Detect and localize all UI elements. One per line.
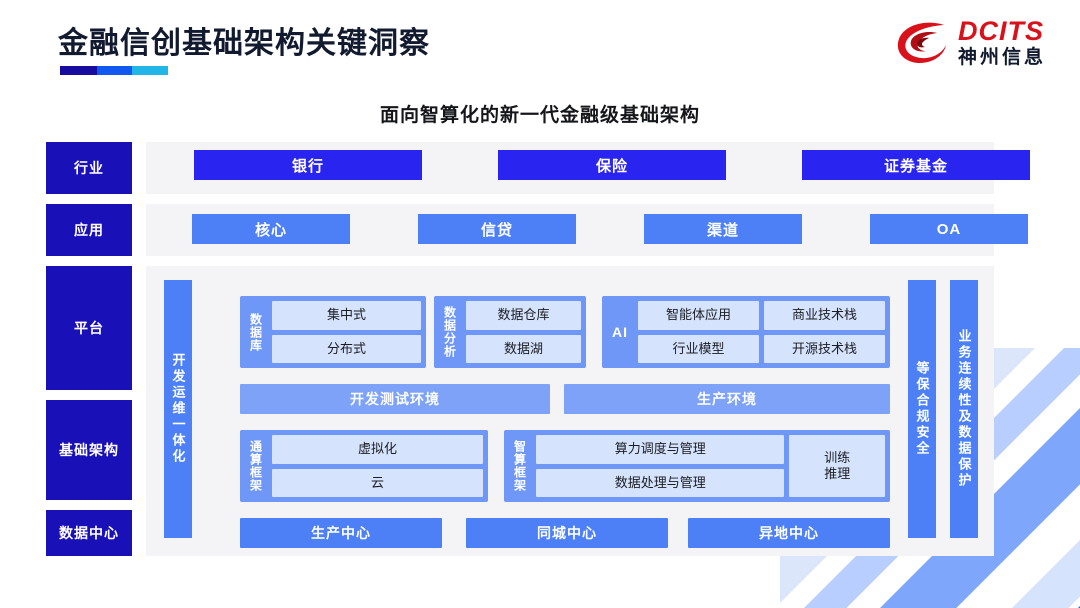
cell-distributed[interactable]: 分布式 bbox=[272, 334, 421, 363]
cell-data-processing[interactable]: 数据处理与管理 bbox=[536, 468, 785, 497]
platform-panel: 开发运维一体化 等保合规安全 业务连续性及数据保护 数据库 集中式 分布式 数据… bbox=[146, 266, 994, 556]
application-item-credit[interactable]: 信贷 bbox=[418, 214, 576, 244]
datacenter-remote[interactable]: 异地中心 bbox=[688, 518, 890, 548]
group-database-label: 数据库 bbox=[248, 312, 263, 352]
cell-data-warehouse[interactable]: 数据仓库 bbox=[466, 301, 581, 330]
logo-en-text: DCITS bbox=[957, 16, 1044, 46]
env-dev-test[interactable]: 开发测试环境 bbox=[240, 384, 550, 414]
group-data-analytics[interactable]: 数据分析 数据仓库 数据湖 bbox=[434, 296, 586, 368]
application-item-channel[interactable]: 渠道 bbox=[644, 214, 802, 244]
cell-cloud[interactable]: 云 bbox=[272, 468, 483, 497]
platform-compliance-column[interactable]: 等保合规安全 bbox=[908, 280, 936, 538]
datacenter-metro[interactable]: 同城中心 bbox=[466, 518, 668, 548]
industry-panel: 银行 保险 证券基金 bbox=[146, 142, 1030, 194]
cell-agent-application[interactable]: 智能体应用 bbox=[638, 301, 759, 330]
layer-rail: 行业 应用 平台 基础架构 数据中心 bbox=[46, 142, 132, 568]
cell-commercial-stack[interactable]: 商业技术栈 bbox=[764, 301, 885, 330]
group-data-analytics-label: 数据分析 bbox=[442, 306, 457, 358]
page-title: 金融信创基础架构关键洞察 bbox=[58, 27, 430, 60]
application-item-oa[interactable]: OA bbox=[870, 214, 1028, 244]
rail-item-infrastructure[interactable]: 基础架构 bbox=[46, 400, 132, 500]
rail-item-platform[interactable]: 平台 bbox=[46, 266, 132, 390]
application-item-core[interactable]: 核心 bbox=[192, 214, 350, 244]
cell-compute-scheduling[interactable]: 算力调度与管理 bbox=[536, 435, 785, 464]
group-ai-compute-label: 智算框架 bbox=[512, 440, 527, 492]
cell-train-inference[interactable]: 训练 推理 bbox=[789, 435, 885, 497]
title-accent-rule bbox=[60, 66, 168, 75]
logo-cn-text: 神州信息 bbox=[957, 47, 1046, 68]
architecture-diagram: 行业 应用 平台 基础架构 数据中心 银行 保险 证券基金 核心 信贷 渠道 O… bbox=[46, 142, 1030, 568]
dcits-swoosh-icon bbox=[897, 22, 946, 63]
cell-data-lake[interactable]: 数据湖 bbox=[466, 334, 581, 363]
brand-logo: DCITS 神州信息 bbox=[896, 18, 1046, 67]
env-production[interactable]: 生产环境 bbox=[564, 384, 890, 414]
rail-item-application[interactable]: 应用 bbox=[46, 204, 132, 256]
application-panel: 核心 信贷 渠道 OA bbox=[146, 204, 1028, 256]
group-database[interactable]: 数据库 集中式 分布式 bbox=[240, 296, 426, 368]
cell-virtualization[interactable]: 虚拟化 bbox=[272, 435, 483, 464]
rail-item-industry[interactable]: 行业 bbox=[46, 142, 132, 194]
platform-devops-column[interactable]: 开发运维一体化 bbox=[164, 280, 192, 538]
group-general-compute[interactable]: 通算框架 虚拟化 云 bbox=[240, 430, 488, 502]
industry-item-securities[interactable]: 证券基金 bbox=[802, 150, 1030, 180]
platform-continuity-column[interactable]: 业务连续性及数据保护 bbox=[950, 280, 978, 538]
rail-item-datacenter[interactable]: 数据中心 bbox=[46, 510, 132, 556]
industry-item-insurance[interactable]: 保险 bbox=[498, 150, 726, 180]
cell-centralized[interactable]: 集中式 bbox=[272, 301, 421, 330]
industry-item-bank[interactable]: 银行 bbox=[194, 150, 422, 180]
subtitle: 面向智算化的新一代金融级基础架构 bbox=[379, 105, 700, 126]
group-ai[interactable]: AI 智能体应用 行业模型 商业技术栈 开源技术栈 bbox=[602, 296, 890, 368]
datacenter-production[interactable]: 生产中心 bbox=[240, 518, 442, 548]
cell-opensource-stack[interactable]: 开源技术栈 bbox=[764, 334, 885, 363]
cell-industry-model[interactable]: 行业模型 bbox=[638, 334, 759, 363]
group-general-compute-label: 通算框架 bbox=[248, 440, 263, 492]
group-ai-label: AI bbox=[612, 324, 628, 340]
group-ai-compute[interactable]: 智算框架 算力调度与管理 数据处理与管理 训练 推理 bbox=[504, 430, 890, 502]
